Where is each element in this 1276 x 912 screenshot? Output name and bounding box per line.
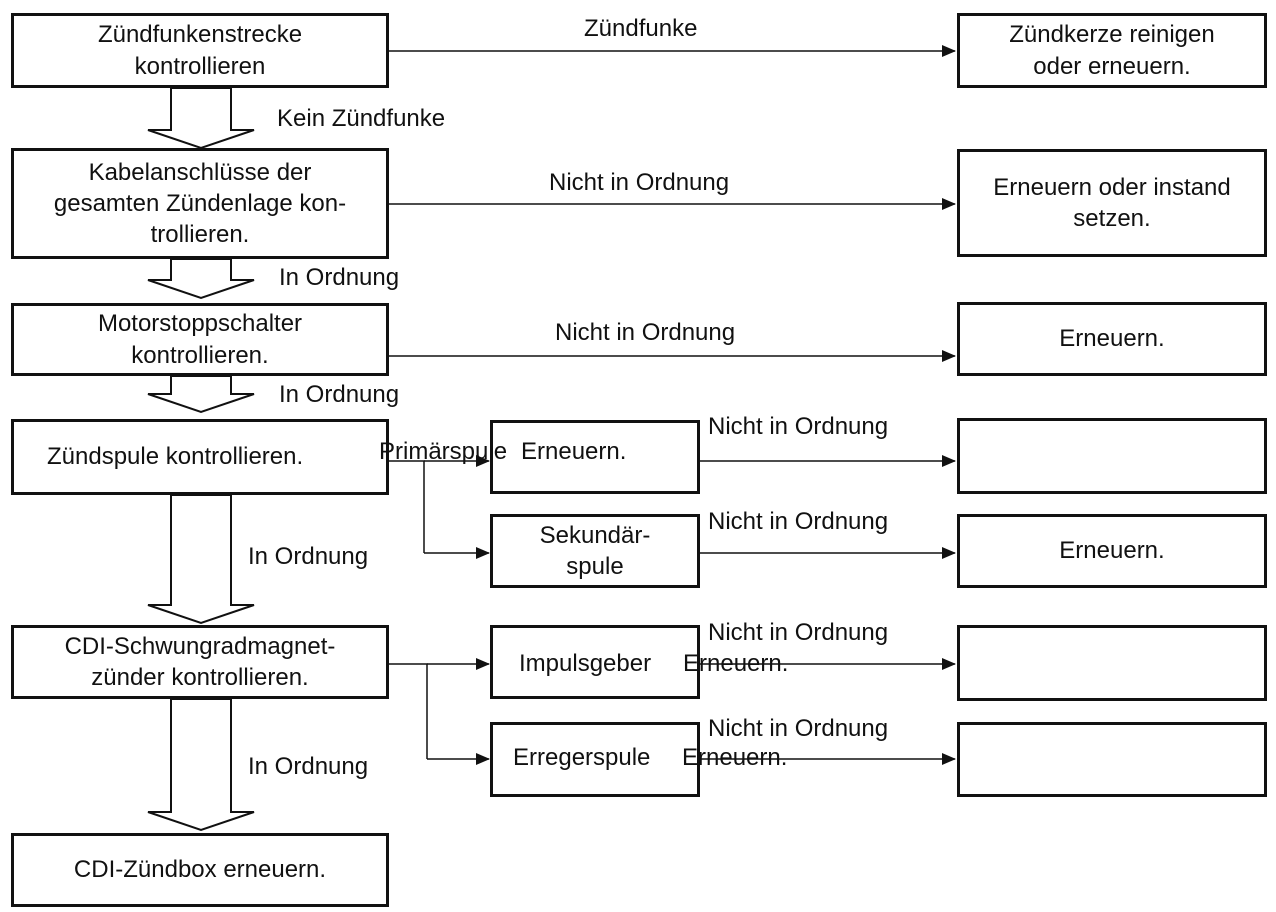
label-coil-ok: In Ordnung	[248, 543, 369, 570]
label-pulser-nok: Nicht in Ordnung	[708, 619, 889, 646]
label-wiring-nok: Nicht in Ordnung	[549, 169, 730, 196]
primary-coil-label: Primärspule	[379, 438, 508, 465]
step-cdi-magneto: CDI-Schwungradmagnet- zünder kontrollier…	[11, 625, 389, 699]
action-clean-or-replace-plug: Zündkerze reinigen oder erneuern.	[957, 13, 1267, 88]
pulser-renew-text: Erneuern.	[683, 650, 789, 677]
action-exciter-result	[957, 722, 1267, 797]
line-coil-branch	[389, 460, 425, 553]
exciter-label: Erregerspule	[513, 744, 651, 771]
subcheck-secondary-coil: Sekundär- spule	[490, 514, 700, 588]
subcheck-primary-coil	[490, 420, 700, 494]
exciter-renew-text: Erneuern.	[682, 744, 788, 771]
step-spark-gap: Zündfunkenstrecke kontrollieren	[11, 13, 389, 88]
label-switch-ok: In Ordnung	[279, 381, 400, 408]
primary-coil-renew-text: Erneuern.	[521, 438, 627, 465]
step-coil-label: Zündspule kontrollieren.	[47, 443, 304, 471]
step-cdi-box: CDI-Zündbox erneuern.	[11, 833, 389, 907]
hollow-arrow-no-spark	[147, 87, 255, 150]
action-pulser-result	[957, 625, 1267, 701]
action-repair-wiring: Erneuern oder instand setzen.	[957, 149, 1267, 257]
hollow-arrow-ok-2	[147, 375, 255, 414]
label-wiring-ok: In Ordnung	[279, 264, 400, 291]
action-renew-secondary: Erneuern.	[957, 514, 1267, 588]
subcheck-exciter	[490, 722, 700, 797]
hollow-arrow-ok-4	[147, 698, 255, 832]
hollow-arrow-ok-3	[147, 494, 255, 625]
label-cdi-ok: In Ordnung	[248, 753, 369, 780]
pulser-label: Impulsgeber	[519, 650, 652, 677]
step-wiring: Kabelanschlüsse der gesamten Zündenlage …	[11, 148, 389, 259]
step-stop-switch: Motorstoppschalter kontrollieren.	[11, 303, 389, 376]
label-switch-nok: Nicht in Ordnung	[555, 319, 736, 346]
label-secondary-nok: Nicht in Ordnung	[708, 508, 889, 535]
line-cdi-branch	[389, 663, 428, 759]
label-exciter-nok: Nicht in Ordnung	[708, 715, 889, 742]
action-primary-result	[957, 418, 1267, 494]
label-primary-nok: Nicht in Ordnung	[708, 413, 889, 440]
step-coil: Zündspule kontrollieren.	[11, 419, 389, 495]
label-no-spark: Kein Zündfunke	[277, 105, 446, 132]
label-spark: Zündfunke	[584, 15, 698, 42]
action-renew-switch: Erneuern.	[957, 302, 1267, 376]
hollow-arrow-ok-1	[147, 258, 255, 300]
subcheck-pulser	[490, 625, 700, 699]
